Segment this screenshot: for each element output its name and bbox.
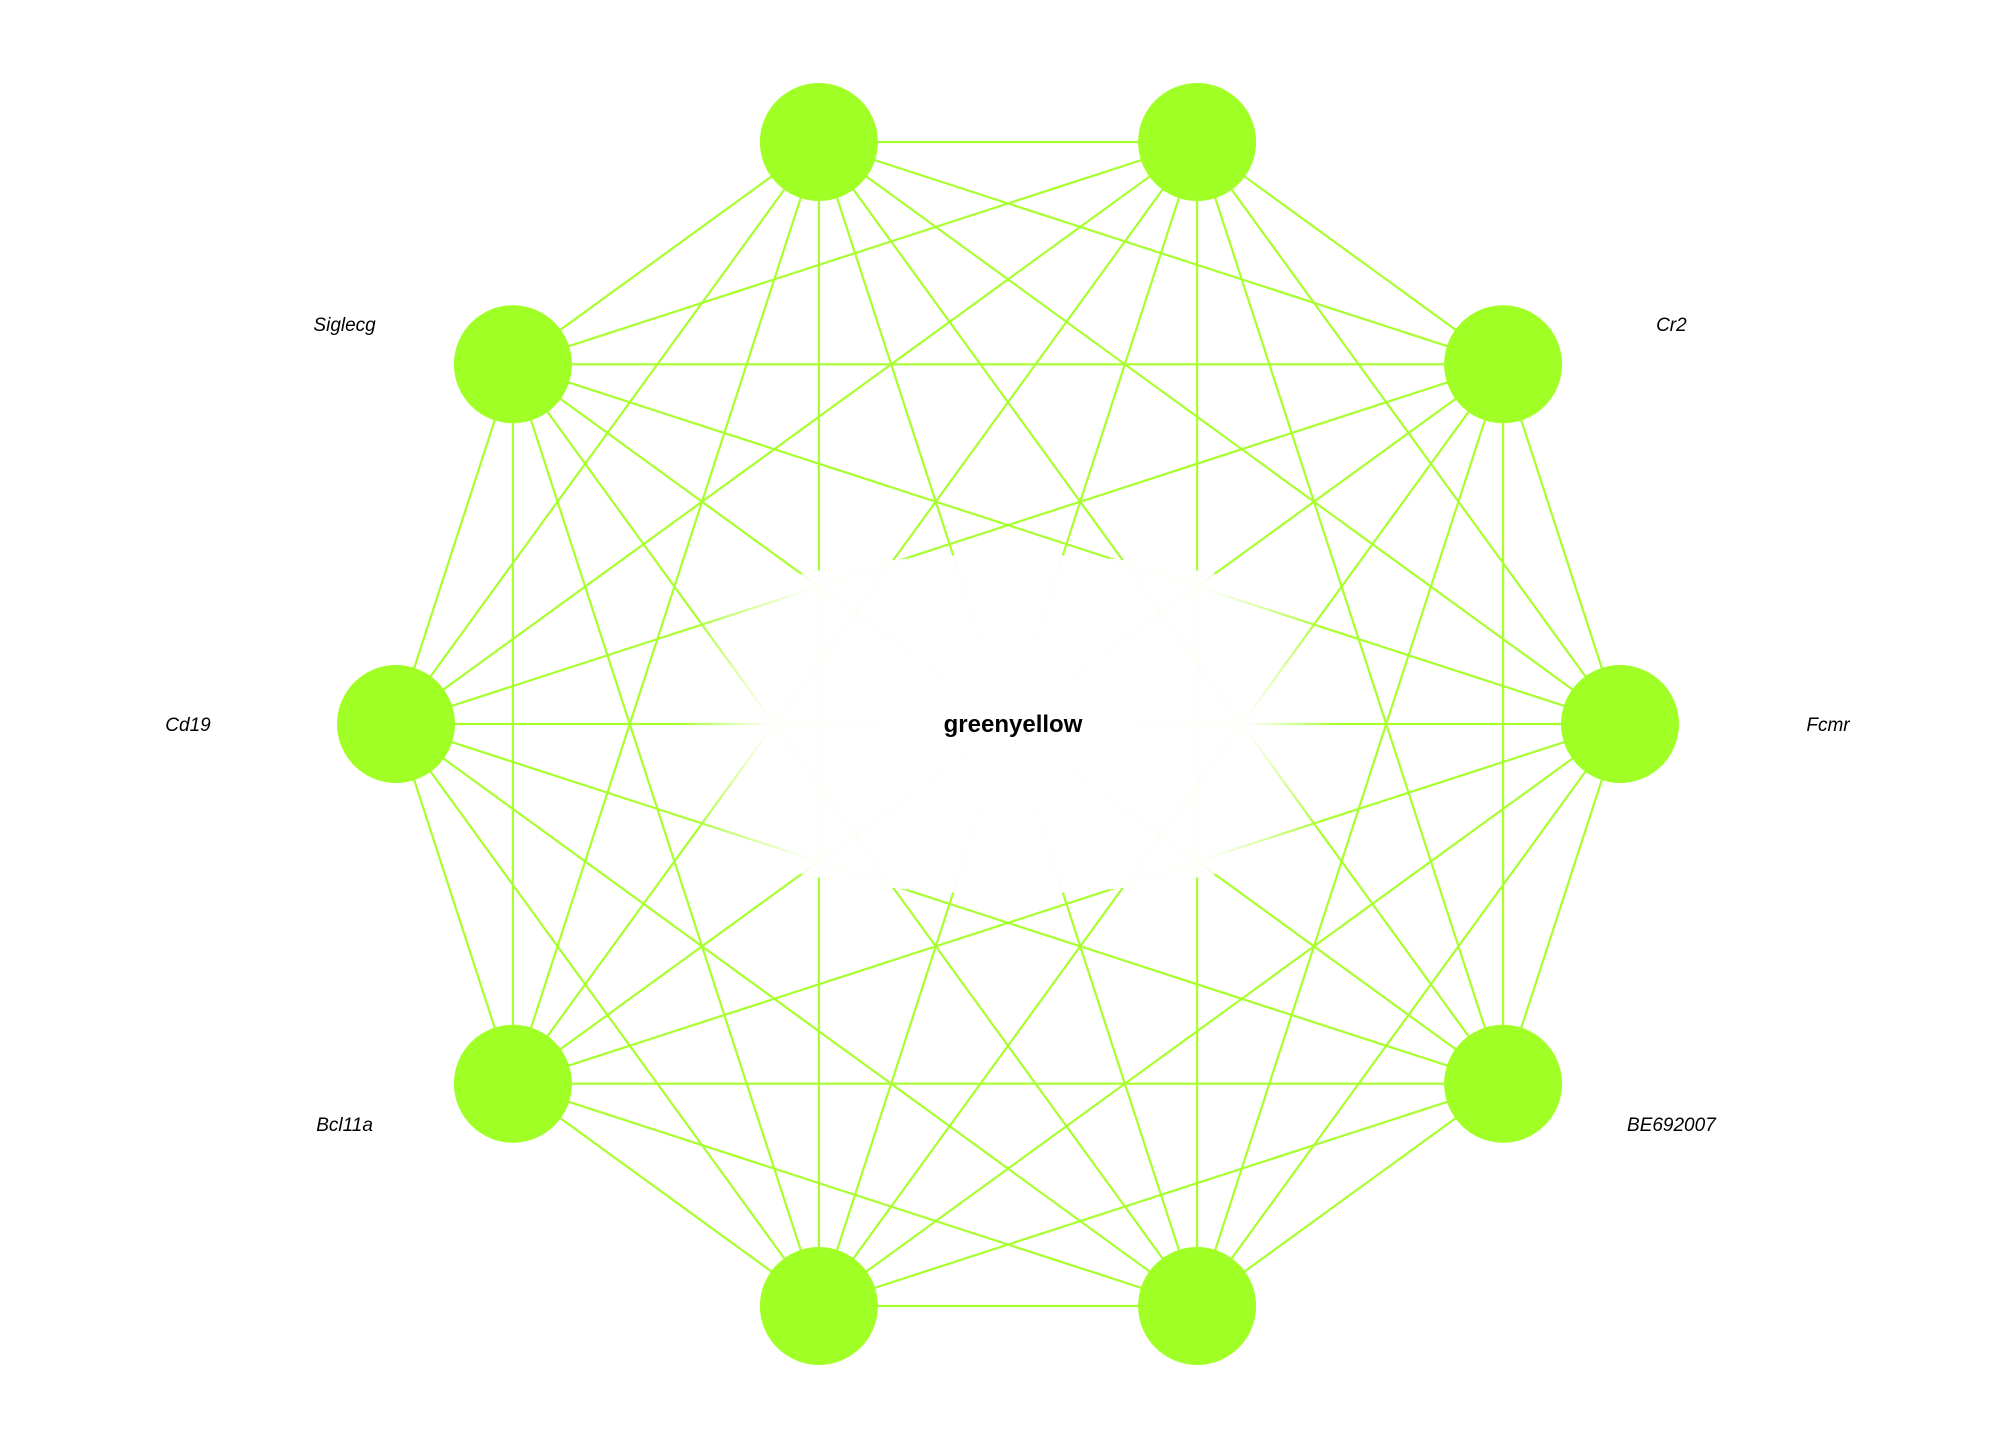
gene-node[interactable]: [1138, 83, 1257, 201]
edge: [512, 722, 1621, 1085]
edge: [1196, 363, 1505, 1307]
edge: [395, 141, 1198, 725]
gene-label: BE692007: [1627, 1115, 1717, 1136]
center-fade-overlay: [568, 554, 1448, 894]
gene-node[interactable]: [759, 83, 878, 201]
edge: [818, 723, 1621, 1307]
gene-node[interactable]: [337, 665, 455, 783]
edge: [512, 363, 1621, 726]
nodes-layer: [337, 83, 1679, 1365]
edge: [1196, 141, 1504, 366]
edge: [511, 363, 820, 1307]
edge: [512, 140, 1198, 366]
gene-node[interactable]: [1138, 1247, 1257, 1365]
gene-label: Siglecg: [313, 315, 376, 336]
edge: [1196, 1082, 1504, 1307]
gene-node[interactable]: [1561, 665, 1679, 783]
edge: [511, 141, 820, 1085]
edge: [395, 722, 1504, 1085]
edge: [818, 141, 1621, 725]
gene-node[interactable]: [759, 1247, 878, 1365]
edge: [395, 363, 1504, 726]
gene-node[interactable]: [1444, 1024, 1563, 1143]
module-name-label: greenyellow: [944, 711, 1083, 738]
gene-node[interactable]: [1444, 305, 1563, 424]
gene-label: Cd19: [165, 715, 211, 736]
edge: [512, 1082, 820, 1307]
gene-label: Fcmr: [1806, 715, 1850, 736]
edge: [512, 141, 820, 366]
edge: [394, 723, 514, 1085]
edge: [1502, 363, 1622, 725]
gene-label: Bcl11a: [316, 1115, 373, 1136]
gene-node[interactable]: [453, 305, 572, 424]
edge: [395, 723, 1198, 1307]
edge: [1502, 723, 1622, 1085]
edge: [395, 723, 820, 1307]
edge: [394, 363, 514, 725]
gene-node[interactable]: [453, 1024, 572, 1143]
edge: [818, 1082, 1504, 1308]
edge: [512, 1082, 1198, 1308]
gene-label: Cr2: [1656, 315, 1687, 336]
edge: [1196, 141, 1505, 1085]
